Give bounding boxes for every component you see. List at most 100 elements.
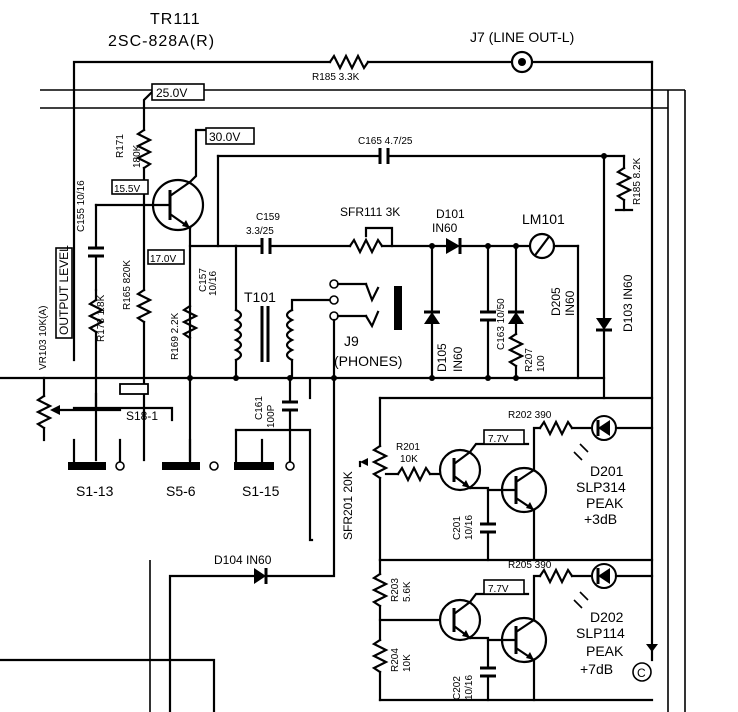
r185-right-label: R185 8.2K: [632, 157, 643, 205]
c157-label: C157: [198, 268, 209, 292]
v25-box: [151, 83, 205, 101]
v30-box: [205, 127, 255, 145]
v25-label: 25.0V: [156, 86, 187, 100]
d104-diode-icon: [168, 376, 336, 712]
transistor-q204-icon: [486, 574, 548, 702]
r203-val-label: 5.6K: [402, 581, 413, 602]
sfr201-label: SFR201 20K: [341, 471, 355, 540]
s18-label: S18-1: [126, 409, 158, 423]
switch-to-sfr-wire: [234, 428, 314, 542]
d101-val-label: IN60: [432, 221, 458, 235]
v77a-label: 7.7V: [488, 434, 509, 445]
c155-label: C155 10/16: [76, 180, 87, 232]
r205-resistor: [538, 567, 592, 585]
c161-val-label: 100P: [266, 404, 277, 428]
c155-capacitor: [88, 203, 146, 292]
s18-switch-icon: [72, 383, 174, 422]
c201-label: C201: [452, 516, 463, 540]
c159-capacitor: [234, 238, 352, 254]
vr103-label: VR103 10K(A): [38, 306, 49, 370]
c157-val-label: 10/16: [208, 271, 219, 296]
j9-label: J9: [344, 333, 359, 349]
c202-val-label: 10/16: [464, 675, 475, 700]
d205-diode-icon: [507, 244, 525, 380]
phones-label: (PHONES): [334, 353, 402, 369]
r201-val-label: 10K: [400, 454, 418, 465]
t101-transformer-icon: [233, 244, 336, 380]
v77a-box: [483, 429, 525, 445]
peak1-label: PEAK: [586, 495, 624, 511]
r204-val-label: 10K: [402, 654, 413, 672]
d105-diode-icon: [424, 244, 440, 380]
r202-resistor: [538, 419, 592, 437]
d201-led-icon: [573, 415, 654, 461]
db3-label: +3dB: [584, 511, 617, 527]
output-level-box: [55, 247, 73, 339]
transistor-q202-icon: [486, 426, 548, 562]
tr111-type-label: 2SC-828A(R): [108, 33, 215, 50]
d205-label: D205: [549, 287, 563, 316]
sfr111-label: SFR111 3K: [340, 205, 400, 219]
r173-label: R173 1.8K: [96, 294, 107, 342]
r205-label: R205 390: [508, 560, 552, 571]
transistor-q203-icon: [438, 592, 530, 670]
peak2-label: PEAK: [586, 643, 624, 659]
vr103-potentiometer: [35, 376, 122, 442]
s1-15-label: S1-15: [242, 483, 280, 499]
bottom-left-board: [0, 560, 216, 712]
c165-label: C165 4.7/25: [358, 136, 413, 147]
r204-resistor: [371, 638, 654, 702]
v155-label: 15.5V: [114, 184, 140, 195]
v30-label: 30.0V: [209, 130, 240, 144]
d105-label: D105: [435, 343, 449, 372]
v170-box: [147, 249, 185, 265]
db7-label: +7dB: [580, 661, 613, 677]
s5-6-label: S5-6: [166, 483, 196, 499]
d105-val-label: IN60: [451, 346, 465, 372]
sfr201-potentiometer: [358, 396, 389, 562]
v170-label: 17.0V: [150, 254, 176, 265]
r207-label: R207: [524, 348, 535, 372]
d202-label: D202: [590, 609, 624, 625]
c161-capacitor: [282, 376, 298, 468]
r169-label: R169 2.2K: [170, 312, 181, 360]
d101-diode-icon: [429, 238, 542, 254]
slp114-label: SLP114: [576, 625, 625, 641]
r185-right-resistor: [602, 154, 634, 212]
r171-val-label: 180K: [132, 144, 143, 168]
switch-terminals: [68, 428, 295, 471]
r203-resistor: [371, 558, 389, 642]
r165-resistor: [135, 288, 153, 462]
tr111-collector-wire: [188, 128, 208, 184]
c202-capacitor: [480, 666, 496, 702]
s1-13-label: S1-13: [76, 483, 114, 499]
c159-label: C159: [256, 212, 280, 223]
j7-label: J7 (LINE OUT-L): [470, 29, 574, 45]
j7-jack-icon: [510, 50, 534, 74]
c159-val-label: 3.3/25: [246, 226, 274, 237]
r169-resistor: [181, 304, 199, 340]
c201-capacitor: [480, 522, 496, 562]
connector-c-icon: [632, 644, 658, 682]
r201-label: R201: [396, 442, 420, 453]
lm101-label: LM101: [522, 211, 565, 227]
r165-label: R165 820K: [122, 260, 133, 310]
c163-capacitor: [480, 244, 496, 380]
v155-box: [111, 179, 149, 195]
d101-label: D101: [436, 207, 465, 221]
circle-c-label: C: [637, 666, 646, 680]
r201-resistor: [384, 465, 446, 483]
lm101-meter-icon: [528, 232, 580, 380]
d202-led-icon: [573, 563, 654, 609]
d104-label: D104 IN60: [214, 553, 272, 567]
t101-label: T101: [244, 289, 276, 305]
d205-val-label: IN60: [563, 290, 577, 316]
c202-label: C202: [452, 676, 463, 700]
c161-label: C161: [254, 396, 265, 420]
v77b-label: 7.7V: [488, 584, 509, 595]
r203-label: R203: [390, 578, 401, 602]
output-level-label: OUTPUT LEVEL: [57, 245, 71, 335]
r171-label: R171: [115, 134, 126, 158]
transistor-q201-icon: [438, 442, 530, 526]
